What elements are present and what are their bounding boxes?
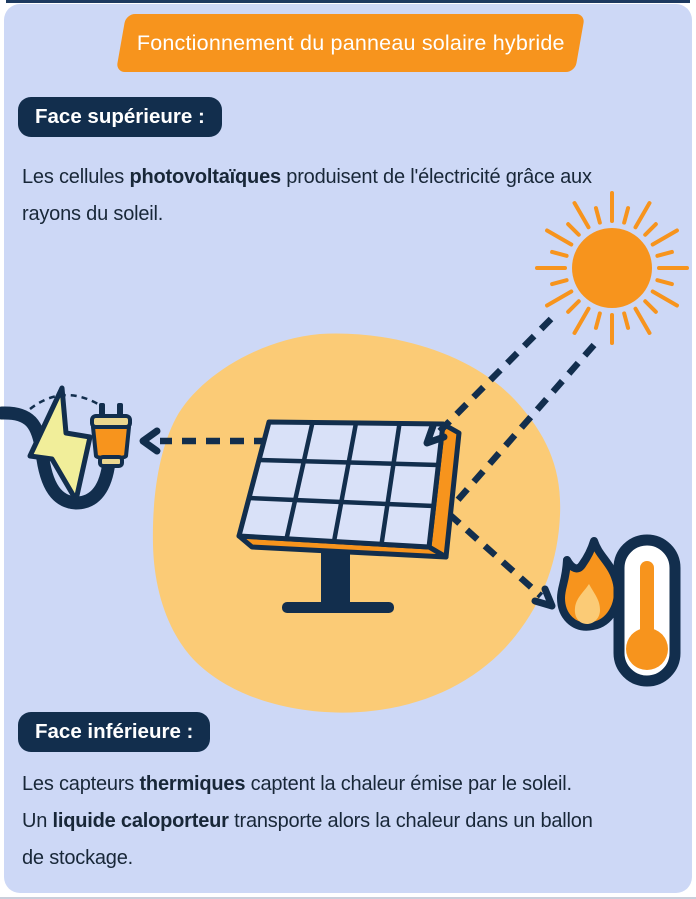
text-segment: Un	[22, 810, 53, 832]
face-inferieure-badge: Face inférieure :	[18, 712, 211, 752]
text-line: Les cellules photovoltaïques produisent …	[22, 159, 592, 196]
text-segment: rayons du soleil.	[22, 203, 164, 225]
bottom-section-text: Les capteurs thermiques captent la chale…	[22, 766, 593, 877]
text-line: Les capteurs thermiques captent la chale…	[22, 766, 593, 803]
infographic-card	[4, 4, 692, 893]
text-segment: produisent de l'électricité grâce aux	[280, 166, 592, 188]
text-segment-bold: liquide caloporteur	[52, 810, 229, 832]
text-segment: Les capteurs	[22, 773, 140, 795]
bottom-edge-line	[0, 897, 696, 899]
page-title: Fonctionnement du panneau solaire hybrid…	[136, 30, 565, 55]
text-segment: Les cellules	[22, 166, 130, 188]
text-segment: transporte alors la chaleur dans un ball…	[228, 810, 593, 832]
title-banner: Fonctionnement du panneau solaire hybrid…	[115, 14, 586, 72]
text-line: rayons du soleil.	[22, 196, 592, 233]
text-line: Un liquide caloporteur transporte alors …	[22, 803, 593, 840]
text-segment: de stockage.	[22, 847, 134, 869]
top-section-text: Les cellules photovoltaïques produisent …	[22, 159, 592, 233]
text-segment-bold: photovoltaïques	[129, 166, 281, 188]
top-edge-line	[6, 0, 690, 3]
text-line: de stockage.	[22, 840, 593, 877]
text-segment-bold: thermiques	[139, 773, 246, 795]
face-superieure-badge: Face supérieure :	[18, 97, 222, 137]
text-segment: captent la chaleur émise par le soleil.	[245, 773, 572, 795]
